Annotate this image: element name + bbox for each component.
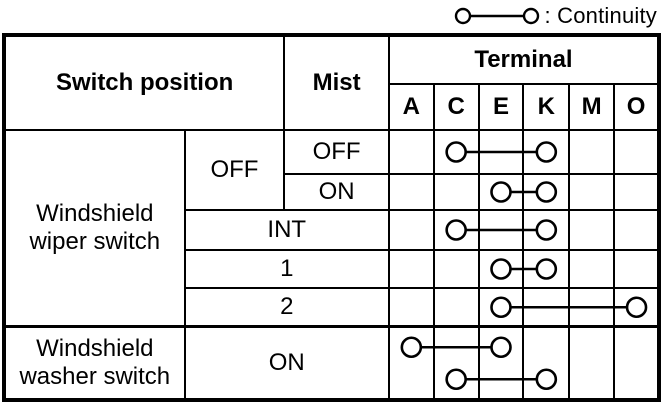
terminal-cell	[613, 249, 660, 289]
terminal-col-m: M	[568, 83, 616, 131]
terminal-cell	[522, 325, 571, 401]
terminal-cell	[387, 173, 435, 211]
terminal-cell	[568, 129, 616, 175]
mist-on-cell: ON	[283, 173, 390, 211]
mist-header: Mist	[283, 34, 390, 131]
legend-label: : Continuity	[544, 3, 657, 28]
row-wiper-1: 1	[4, 249, 660, 289]
terminal-cell	[432, 325, 480, 401]
terminal-cell	[568, 287, 616, 328]
terminal-cell	[522, 129, 571, 175]
terminal-col-k: K	[522, 83, 571, 131]
terminal-cell	[387, 325, 435, 401]
terminal-cell	[432, 173, 480, 211]
terminal-cell	[387, 129, 435, 175]
terminal-col-c: C	[432, 83, 480, 131]
washer-switch-label: Windshield washer switch	[3, 325, 186, 401]
terminal-cell	[432, 249, 480, 289]
terminal-cell	[432, 129, 480, 175]
speed-2-cell: 2	[183, 287, 390, 328]
terminal-cell	[613, 325, 660, 401]
terminal-cell	[613, 287, 660, 328]
terminal-cell	[387, 287, 435, 328]
row-wiper-off-mist-off: Windshield wiper switch OFF OFF	[3, 129, 660, 328]
header-row-2: A C E K M O	[4, 83, 660, 131]
header-row-1: Switch position Mist Terminal	[2, 34, 661, 131]
terminal-cell	[568, 173, 616, 211]
terminal-col-a: A	[387, 83, 435, 131]
continuity-legend: : Continuity	[453, 2, 657, 30]
row-wiper-int: INT	[4, 209, 660, 251]
wiper-off-cell: OFF	[183, 129, 286, 211]
terminal-cell	[477, 129, 525, 175]
terminal-col-e: E	[477, 83, 525, 131]
terminal-cell	[387, 209, 435, 251]
terminal-cell	[477, 249, 525, 289]
int-position-cell: INT	[183, 209, 390, 251]
terminal-cell	[613, 173, 660, 211]
terminal-cell	[522, 287, 571, 328]
row-washer-on: Windshield washer switch ON	[3, 325, 660, 401]
terminal-cell	[477, 325, 525, 401]
washer-on-cell: ON	[183, 325, 390, 401]
continuity-symbol-icon	[454, 7, 539, 25]
terminal-cell	[522, 249, 571, 289]
terminal-cell	[387, 249, 435, 289]
terminal-cell	[613, 209, 660, 251]
terminal-col-o: O	[613, 83, 660, 131]
terminal-cell	[613, 129, 660, 175]
speed-1-cell: 1	[183, 249, 390, 289]
terminal-cell	[522, 173, 571, 211]
mist-off-cell: OFF	[283, 129, 390, 175]
terminal-cell	[432, 287, 480, 328]
terminal-cell	[568, 209, 616, 251]
terminal-header: Terminal	[387, 34, 661, 85]
terminal-cell	[432, 209, 480, 251]
row-wiper-2: 2	[4, 287, 660, 328]
terminal-cell	[477, 209, 525, 251]
switch-position-header: Switch position	[2, 34, 286, 131]
terminal-cell	[477, 173, 525, 211]
continuity-table: Switch position Mist Terminal A C E K M …	[2, 33, 661, 402]
terminal-cell	[568, 325, 616, 401]
terminal-cell	[477, 287, 525, 328]
wiper-switch-label: Windshield wiper switch	[3, 129, 186, 328]
terminal-cell	[568, 249, 616, 289]
terminal-cell	[522, 209, 571, 251]
